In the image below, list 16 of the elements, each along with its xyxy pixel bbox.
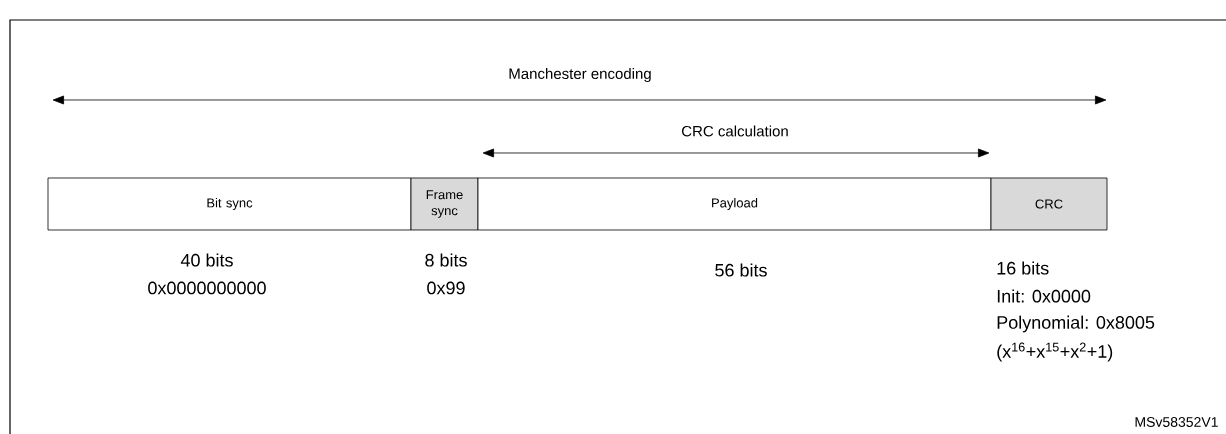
- field-box: Frame sync: [410, 177, 479, 231]
- bit-info: 8 bits: [425, 253, 467, 267]
- bit-info: Polynomial: 0x8005: [997, 315, 1155, 333]
- span-label: Manchester encoding: [509, 68, 651, 82]
- bit-info: 40 bits: [180, 253, 233, 267]
- field-box: CRC: [990, 177, 1108, 231]
- field-box: Bit sync: [47, 177, 412, 231]
- field-box: Payload: [477, 177, 992, 231]
- bit-info: 0x99: [427, 281, 465, 295]
- bit-info: 16 bits: [997, 261, 1049, 275]
- bit-info: 0x0000000000: [148, 281, 266, 295]
- bit-info: Init: 0x0000: [997, 289, 1091, 303]
- bit-info: (x$^{16}$+x$^{15}$+x$^{2}$+1): [997, 342, 1113, 362]
- bit-info: 56 bits: [715, 263, 767, 277]
- span-label: CRC calculation: [682, 125, 788, 137]
- figure-id: MSv58352V1: [1135, 417, 1218, 427]
